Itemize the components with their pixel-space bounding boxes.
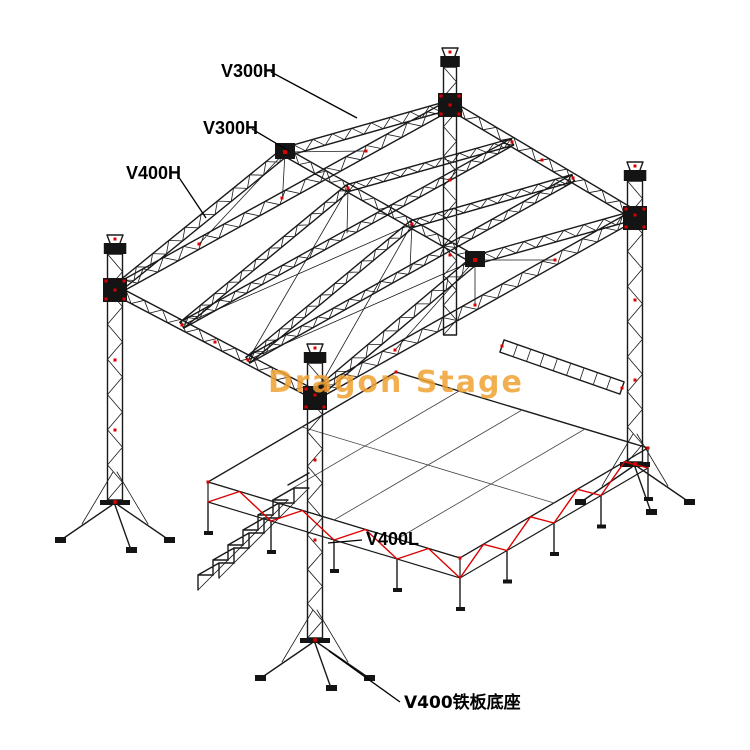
label-v400h: V400H bbox=[126, 163, 181, 183]
drawing-layer bbox=[55, 47, 695, 691]
label-v400l: V400L bbox=[366, 529, 419, 549]
watermark-text: Dragon Stage bbox=[268, 365, 524, 400]
label-v400-base: V400铁板底座 bbox=[404, 692, 521, 713]
leader-v300h-mid bbox=[251, 128, 290, 152]
leader-v400-base bbox=[328, 650, 401, 703]
label-v300h-top: V300H bbox=[221, 61, 276, 81]
leader-v400h bbox=[177, 175, 207, 219]
leader-v300h-top bbox=[270, 71, 358, 119]
label-v300h-mid: V300H bbox=[203, 118, 258, 138]
leader-v400l bbox=[327, 539, 363, 544]
deck-panel-grid bbox=[270, 390, 586, 540]
stage-truss-red-bracing bbox=[207, 460, 649, 579]
annotations: V300H V300H V400H V400L V400铁板底座 bbox=[126, 61, 521, 713]
